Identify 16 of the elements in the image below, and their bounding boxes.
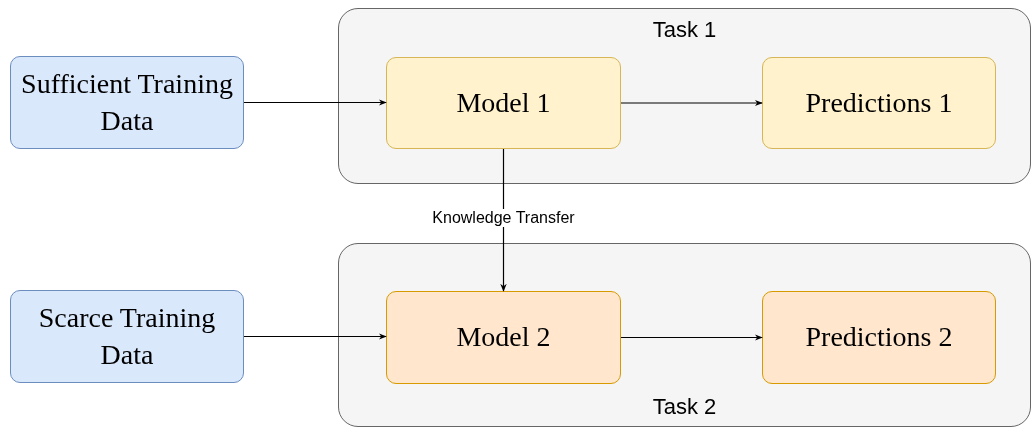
- arrow: [243, 333, 387, 340]
- task-group-panel: [338, 8, 1031, 184]
- arrow: [620, 334, 763, 341]
- group-title: Task 2: [651, 394, 718, 420]
- arrow: [243, 99, 387, 106]
- process-box: Model 2: [386, 291, 621, 384]
- process-box: Scarce Training Data: [10, 290, 244, 383]
- group-title: Task 1: [651, 17, 718, 43]
- process-box: Sufficient Training Data: [10, 56, 244, 149]
- process-box: Model 1: [386, 57, 621, 149]
- process-box: Predictions 1: [762, 57, 996, 149]
- arrow: [500, 148, 507, 292]
- process-box: Predictions 2: [762, 291, 996, 384]
- task-group-panel: [338, 243, 1031, 427]
- edge-label: Knowledge Transfer: [430, 209, 577, 227]
- arrow: [620, 99, 763, 107]
